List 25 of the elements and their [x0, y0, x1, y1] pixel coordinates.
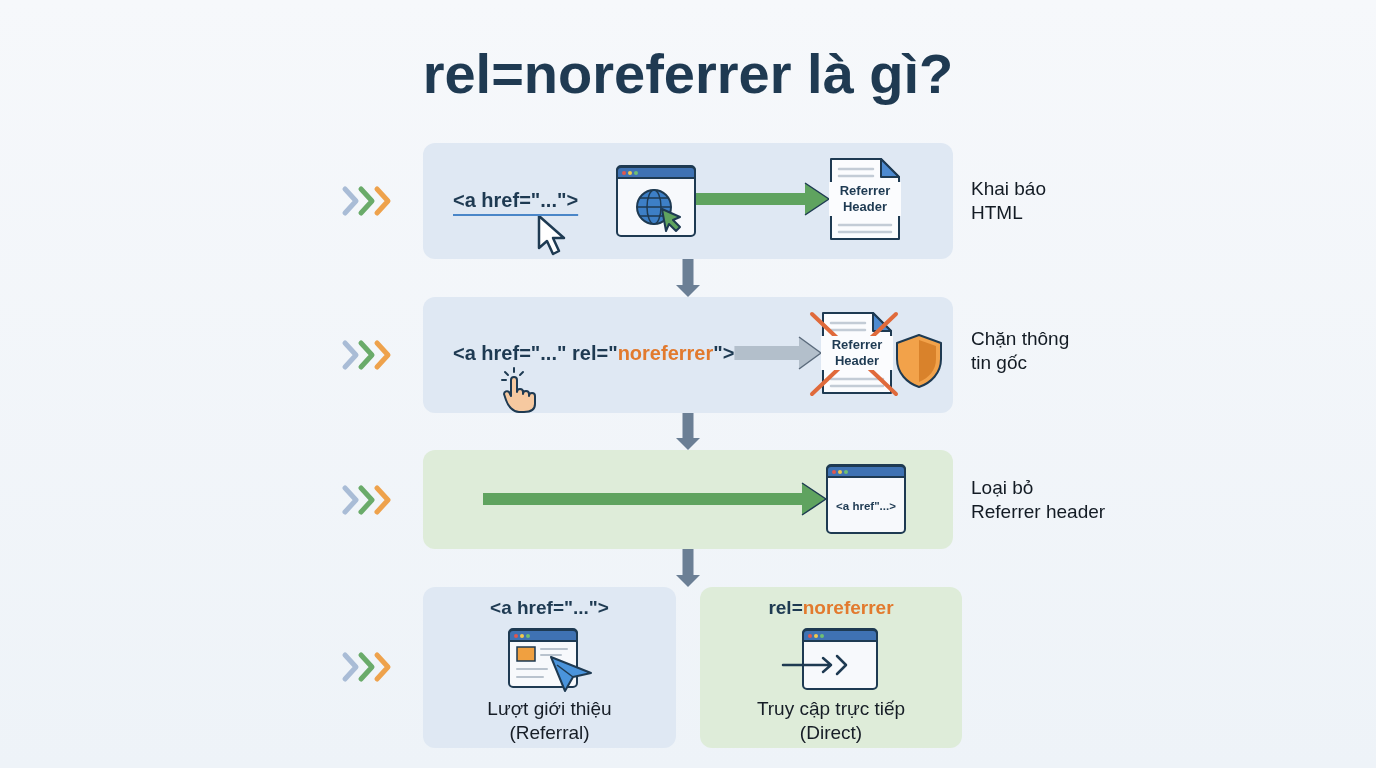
step-panel: [423, 297, 953, 413]
arrow: [696, 182, 830, 216]
browser-window: <a href"...>: [826, 464, 906, 534]
step-panel: [423, 143, 953, 259]
result-label: Lượt giới thiệu (Referral): [486, 697, 613, 745]
browser-globe-icon: [616, 165, 696, 237]
step-panel: [423, 450, 953, 549]
page-title: rel=noreferrer là gì?: [422, 42, 954, 106]
document-page: Referrer Header: [821, 311, 893, 395]
result-card: [700, 587, 962, 748]
result-label: Truy cập trực tiếp (Direct): [755, 697, 907, 745]
arrow: [483, 482, 827, 516]
code-snippet: <a href="..." rel="noreferrer">: [453, 341, 735, 365]
arrow: [676, 549, 700, 587]
arrow: [734, 336, 822, 370]
code-heading: rel=noreferrer: [768, 596, 894, 620]
document-page: Referrer Header: [829, 157, 901, 241]
code-snippet: <a href="...">: [453, 188, 579, 212]
arrow: [676, 259, 700, 297]
arrow: [676, 413, 700, 450]
code-heading: <a href="...">: [490, 596, 609, 620]
step-label: Khai báo HTML: [971, 177, 1047, 225]
step-label: Loại bỏ Referrer header: [971, 476, 1107, 524]
step-label: Chặn thông tin gốc: [971, 327, 1071, 375]
result-card: [423, 587, 676, 748]
